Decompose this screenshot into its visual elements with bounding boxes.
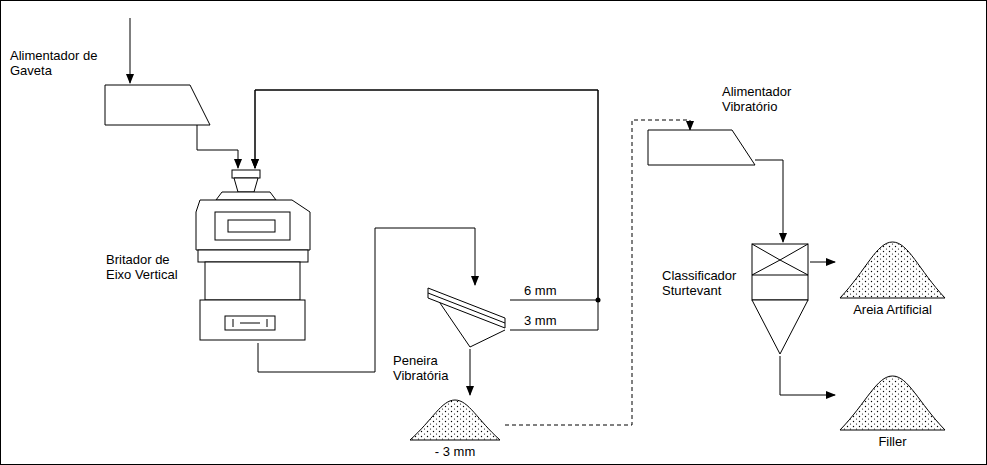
- outline-part: [428, 293, 505, 323]
- product-pile-outline: [405, 395, 505, 443]
- outline-part: [840, 242, 945, 298]
- feed-arrow: [130, 18, 131, 83]
- sand-pile-outline: [835, 238, 950, 300]
- size-label: 3 mm: [522, 313, 559, 328]
- node-label: Classificador Sturtevant: [662, 268, 746, 298]
- vsi-crusher-outline: [192, 168, 322, 343]
- flow-line: [780, 356, 835, 395]
- outline-part: [228, 220, 275, 232]
- flow-line: [255, 90, 598, 300]
- outline-part: [216, 192, 276, 200]
- node-label: Filler: [835, 434, 950, 449]
- outline-part: [752, 244, 808, 275]
- outline-part: [233, 319, 267, 327]
- filler-pile-outline: [835, 372, 950, 432]
- outline-part: [105, 85, 210, 125]
- flow-line: [755, 160, 783, 242]
- outline-part: [232, 170, 260, 178]
- outline-part: [234, 178, 258, 192]
- flow-line: [470, 349, 471, 395]
- vibrating-screen: Peneira Vibratória: [425, 285, 510, 349]
- air-classifier-outline: [750, 242, 810, 356]
- size-label: 6 mm: [522, 283, 559, 298]
- outline-part: [752, 244, 808, 300]
- node-label: Alimentador de Gaveta: [10, 48, 102, 78]
- vibrating-feeder-outline: [648, 130, 755, 165]
- outline-part: [648, 130, 755, 165]
- outline-part: [200, 300, 305, 340]
- outline-part: [196, 200, 310, 250]
- vsi-crusher: Britador de Eixo Vertical: [192, 168, 322, 343]
- outline-part: [215, 212, 290, 240]
- node-label: Peneira Vibratória: [393, 353, 463, 383]
- outline-part: [428, 288, 505, 328]
- product-pile: - 3 mm: [405, 395, 505, 443]
- outline-part: [198, 250, 308, 262]
- outline-part: [840, 376, 945, 430]
- outline-part: [225, 316, 275, 330]
- outline-part: [752, 300, 808, 354]
- air-classifier: Classificador Sturtevant: [750, 242, 810, 356]
- outline-part: [205, 262, 300, 300]
- flow-line: [810, 262, 835, 263]
- gate-feeder: Alimentador de Gaveta: [105, 85, 210, 125]
- node-label: - 3 mm: [405, 444, 505, 459]
- node-label: Areia Artificial: [835, 302, 950, 317]
- node-label: Alimentador Vibratório: [722, 84, 814, 114]
- filler-pile: Filler: [835, 372, 950, 432]
- sand-pile: Areia Artificial: [835, 238, 950, 300]
- flow-line: [197, 125, 238, 168]
- vibrating-screen-outline: [425, 285, 510, 349]
- outline-part: [410, 400, 500, 440]
- gate-feeder-outline: [105, 85, 210, 125]
- vibrating-feeder: Alimentador Vibratório: [648, 130, 755, 165]
- node-label: Britador de Eixo Vertical: [106, 252, 190, 282]
